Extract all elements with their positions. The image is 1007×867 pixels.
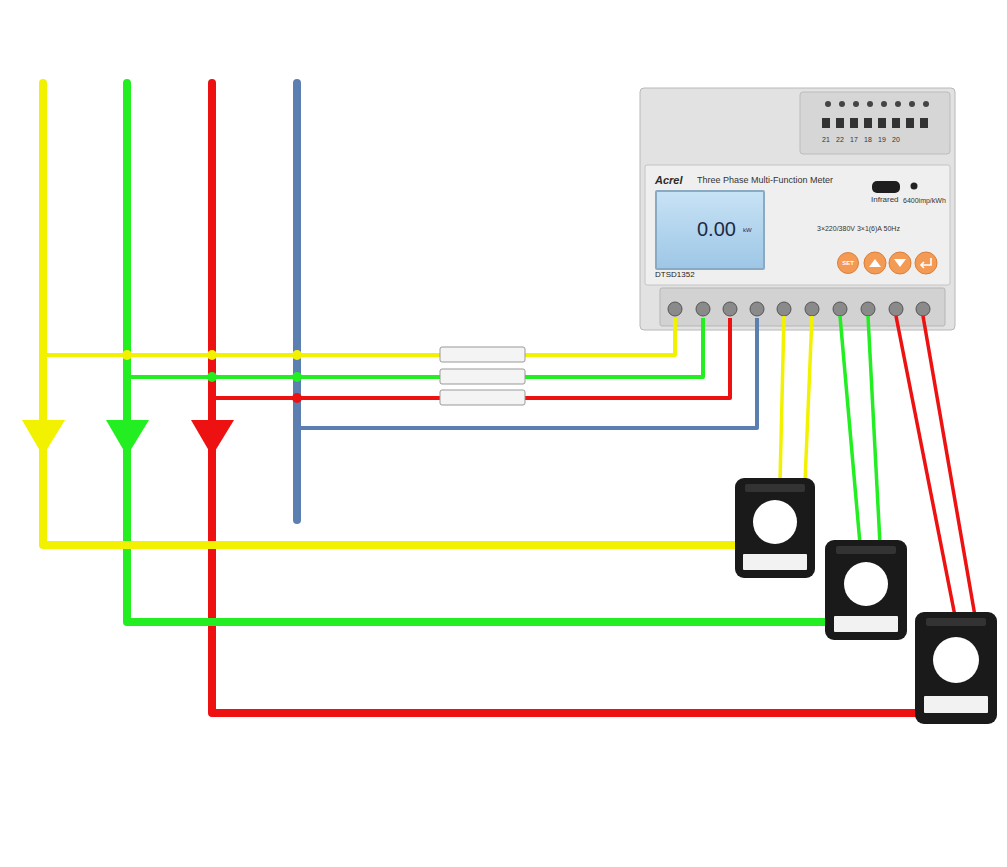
terminal-cover [800,92,950,154]
current-arrow [106,420,149,456]
terminal-number: 22 [836,136,844,144]
fuse [440,390,525,405]
current-transformer [825,540,907,640]
terminal-dots [825,101,929,107]
meter-title: Three Phase Multi-Function Meter [697,176,833,186]
pulse-constant: 6400imp/kWh [903,197,946,205]
reading-value: 0.00 [697,218,736,240]
terminal-number: 19 [878,136,886,144]
pulse-led [911,183,918,190]
terminal-number: 18 [864,136,872,144]
brand-logo: Acrel [655,174,683,186]
unit-label: kW [743,227,752,234]
button-label: SET [842,260,854,267]
current-transformer [735,478,815,578]
terminal-screws [668,302,930,316]
infrared-window [872,181,900,193]
neutral-tap [297,318,757,428]
model-number: DTSD1352 [655,271,695,280]
current-arrow [22,420,65,456]
voltage-taps [43,318,757,428]
phase-b-tap [127,318,703,377]
phase-c-tap [212,318,730,398]
phase-a-conductor [43,83,736,545]
tap-junctions [122,350,302,403]
phase-a-tap [43,318,675,355]
lcd-display: 0.00 kW [655,190,765,270]
terminal-number: 17 [850,136,858,144]
port-label: Infrared [871,196,899,205]
meter-housing [640,88,955,330]
fuse [440,369,525,384]
current-arrow [191,420,234,456]
meter-front: Acrel Three Phase Multi-Function MeterInf… [645,165,950,285]
keypad-buttons [864,252,937,274]
rating-label: 3×220/380V 3×1(6)A 50Hz [817,225,900,233]
terminal-slots [822,118,928,128]
front-panel [645,165,950,285]
current-transformer [915,612,997,724]
fuses [440,347,525,405]
neutral-conductor [293,83,301,520]
terminal-number: 21 [822,136,830,144]
terminal-number: 20 [892,136,900,144]
fuse [440,347,525,362]
busbars [43,83,918,713]
set-button: SET [837,252,859,274]
meter-body [640,88,955,330]
